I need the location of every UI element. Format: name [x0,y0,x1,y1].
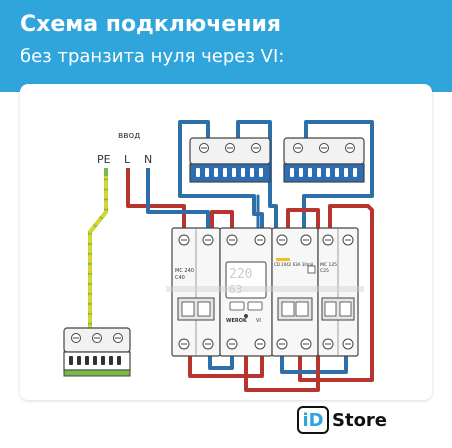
din-rail [166,286,364,292]
page-title: Схема подключения [20,12,282,37]
breaker-2-rating-line1: MC 125 [320,262,337,268]
rcd-rating: CD 2042 63A 30mA [274,262,314,267]
wire-phase-bottom-1 [188,354,264,378]
wire-neutral-to-rcd [302,120,374,230]
wire-phase-rcd-breaker2 [298,204,374,382]
wire-phase-bottom-2 [280,354,348,374]
wire-phase-jumper-top [210,210,234,230]
svg-text:63: 63 [229,283,242,296]
wire-phase-input [126,170,186,230]
input-label: ввод [118,131,140,141]
brand-logo-text: Store [332,409,388,431]
breaker-2 [317,227,359,357]
svg-text:220: 220 [229,267,252,282]
pe-bus [63,327,131,377]
brand-logo: iD Store [297,405,387,435]
l-label: L [124,153,131,166]
relay-model: VI [256,318,261,324]
header-banner: Схема подключения без транзита нуля чере… [0,0,452,92]
brand-logo-box: iD [297,406,329,434]
breaker-1 [171,227,221,357]
neutral-bus-left [189,137,271,183]
voltage-relay: 220 63 [219,227,273,357]
rcd [271,227,319,357]
input-terminals [104,168,150,176]
wire-neutral-to-bus-left [178,120,264,230]
pe-label: PE [97,153,111,166]
relay-brand: WEROK [226,318,248,324]
wire-phase-relay-rcd [286,208,320,230]
wire-relay-to-rcd-bottom [244,354,320,392]
neutral-bus-right [283,137,365,183]
wire-neutral-bottom-1 [208,354,234,370]
n-label: N [144,153,152,166]
breaker-1-rating-line1: MC 240 [175,268,194,274]
breaker-2-rating-line2: C25 [320,268,329,274]
wire-neutral-input [146,170,210,230]
page-subtitle: без транзита нуля через VI: [20,46,285,67]
wire-pe [88,170,108,330]
breaker-1-rating-line2: C40 [175,275,185,281]
